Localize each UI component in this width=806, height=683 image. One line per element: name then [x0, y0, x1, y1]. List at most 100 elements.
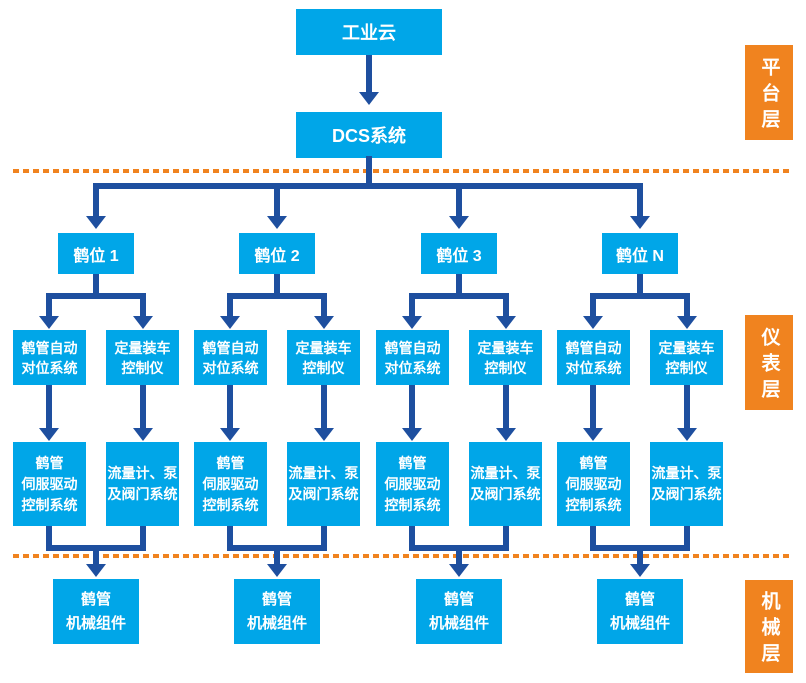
merge-bar: [409, 545, 509, 551]
connector-line: [140, 385, 146, 428]
arrow-down-icon: [267, 564, 287, 577]
connector-line: [503, 385, 509, 428]
connector-line: [637, 274, 643, 295]
flow-valve-box: 流量计、泵 及阀门系统: [650, 442, 723, 526]
arrow-down-icon: [449, 216, 469, 229]
station-column-3: 鹤位 3 鹤管自动 对位系统 定量装车 控制仪 鹤管 伺服驱动 控制系统 流量计…: [376, 233, 542, 644]
connector-line: [456, 551, 462, 564]
arrow-down-icon: [677, 316, 697, 329]
servo-drive-box: 鹤管 伺服驱动 控制系统: [557, 442, 630, 526]
split-bar: [409, 293, 509, 299]
alignment-system-box: 鹤管自动 对位系统: [376, 330, 449, 385]
arrow-down-icon: [86, 216, 106, 229]
connector-line: [456, 274, 462, 295]
connector-line: [274, 551, 280, 564]
connector-line: [321, 526, 327, 545]
connector-line: [684, 385, 690, 428]
alignment-system-box: 鹤管自动 对位系统: [557, 330, 630, 385]
flow-valve-box: 流量计、泵 及阀门系统: [469, 442, 542, 526]
arrow-down-icon: [402, 428, 422, 441]
connector-line: [637, 189, 643, 216]
arrow-down-icon: [86, 564, 106, 577]
connector-line: [93, 189, 99, 216]
mechanical-box: 鹤管 机械组件: [597, 579, 683, 644]
connector-line: [274, 189, 280, 216]
connector-line: [321, 297, 327, 316]
station-box: 鹤位 2: [239, 233, 315, 274]
flow-valve-box: 流量计、泵 及阀门系统: [106, 442, 179, 526]
connector-line: [366, 55, 372, 92]
arrow-down-icon: [496, 428, 516, 441]
arrow-down-icon: [583, 428, 603, 441]
connector-line: [321, 385, 327, 428]
connector-line: [274, 274, 280, 295]
mechanical-box: 鹤管 机械组件: [234, 579, 320, 644]
mechanical-box: 鹤管 机械组件: [416, 579, 502, 644]
arrow-down-icon: [314, 428, 334, 441]
connector-line: [503, 297, 509, 316]
connector-line: [409, 526, 415, 545]
merge-bar: [227, 545, 327, 551]
arrow-down-icon: [496, 316, 516, 329]
arrow-down-icon: [583, 316, 603, 329]
station-column-2: 鹤位 2 鹤管自动 对位系统 定量装车 控制仪 鹤管 伺服驱动 控制系统 流量计…: [194, 233, 360, 644]
mechanical-box: 鹤管 机械组件: [53, 579, 139, 644]
layer-label-platform: 平台层: [745, 45, 793, 140]
arrow-down-icon: [314, 316, 334, 329]
alignment-system-box: 鹤管自动 对位系统: [194, 330, 267, 385]
station-column-4: 鹤位 N 鹤管自动 对位系统 定量装车 控制仪 鹤管 伺服驱动 控制系统 流量计…: [557, 233, 723, 644]
station-box: 鹤位 N: [602, 233, 678, 274]
connector-line: [93, 551, 99, 564]
split-bar: [46, 293, 146, 299]
connector-line: [46, 297, 52, 316]
connector-line: [93, 274, 99, 295]
connector-line: [684, 526, 690, 545]
dcs-system-box: DCS系统: [296, 112, 442, 158]
platform-instrument-divider-dashed: [13, 169, 793, 173]
connector-line: [46, 385, 52, 428]
loading-controller-box: 定量装车 控制仪: [650, 330, 723, 385]
station-column-1: 鹤位 1 鹤管自动 对位系统 定量装车 控制仪 鹤管 伺服驱动 控制系统 流量计…: [13, 233, 179, 644]
flow-valve-box: 流量计、泵 及阀门系统: [287, 442, 360, 526]
connector-line: [456, 189, 462, 216]
connector-line: [637, 551, 643, 564]
layer-label-instrument: 仪表层: [745, 315, 793, 410]
connector-line: [140, 526, 146, 545]
distributor-bar: [93, 183, 643, 189]
arrow-down-icon: [677, 428, 697, 441]
connector-line: [227, 385, 233, 428]
arrow-down-icon: [39, 428, 59, 441]
connector-line: [409, 297, 415, 316]
loading-controller-box: 定量装车 控制仪: [287, 330, 360, 385]
merge-bar: [46, 545, 146, 551]
arrow-down-icon: [267, 216, 287, 229]
station-box: 鹤位 3: [421, 233, 497, 274]
arrow-down-icon: [220, 428, 240, 441]
loading-controller-box: 定量装车 控制仪: [106, 330, 179, 385]
split-bar: [227, 293, 327, 299]
connector-line: [366, 156, 372, 183]
station-box: 鹤位 1: [58, 233, 134, 274]
split-bar: [590, 293, 690, 299]
instrument-mechanical-divider-dashed: [13, 554, 793, 558]
industrial-cloud-box: 工业云: [296, 9, 442, 55]
alignment-system-box: 鹤管自动 对位系统: [13, 330, 86, 385]
connector-line: [46, 526, 52, 545]
connector-line: [409, 385, 415, 428]
connector-line: [227, 297, 233, 316]
arrow-down-icon: [402, 316, 422, 329]
arrow-down-icon: [630, 564, 650, 577]
servo-drive-box: 鹤管 伺服驱动 控制系统: [376, 442, 449, 526]
connector-line: [684, 297, 690, 316]
connector-line: [227, 526, 233, 545]
arrow-down-icon: [133, 428, 153, 441]
arrow-down-icon: [359, 92, 379, 105]
arrow-down-icon: [630, 216, 650, 229]
merge-bar: [590, 545, 690, 551]
arrow-down-icon: [133, 316, 153, 329]
arrow-down-icon: [39, 316, 59, 329]
loading-controller-box: 定量装车 控制仪: [469, 330, 542, 385]
arrow-down-icon: [220, 316, 240, 329]
connector-line: [590, 297, 596, 316]
